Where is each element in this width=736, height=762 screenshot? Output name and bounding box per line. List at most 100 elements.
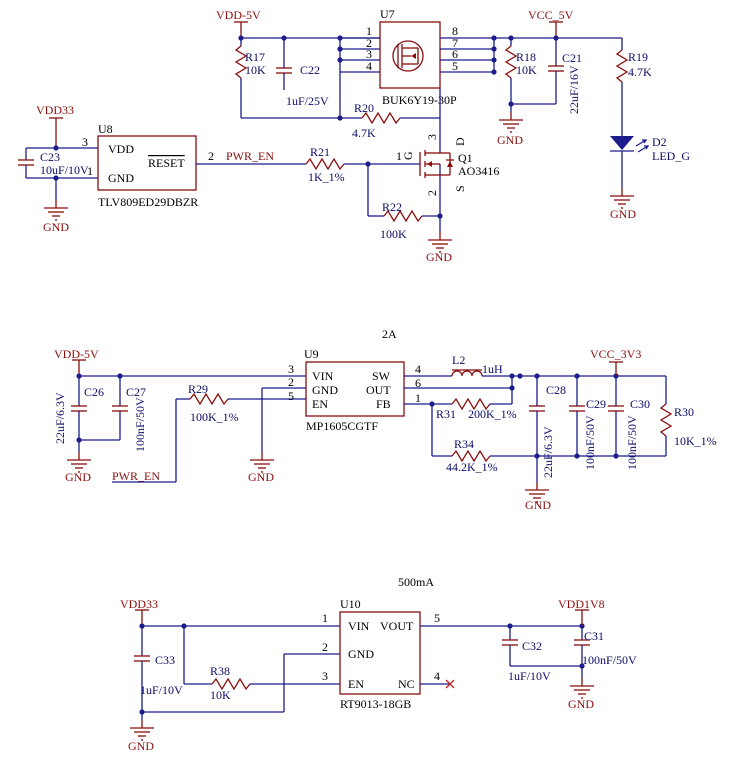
- u8-pinnum-2: 2: [208, 149, 214, 163]
- u9-pinnum-4: 4: [415, 362, 421, 376]
- q1-pin-s-num: 2: [425, 190, 439, 196]
- net-label-vdd33-bot: VDD33: [120, 597, 158, 611]
- gnd-symbol-buck-out: GND: [524, 456, 551, 512]
- d2-value: LED_G: [652, 149, 690, 163]
- annotation-2a: 2A: [382, 327, 397, 341]
- r38-ref: R38: [210, 664, 230, 678]
- r20-ref: R20: [354, 101, 374, 115]
- r30-value: 10K_1%: [674, 434, 717, 448]
- u8-pinnum-1: 1: [87, 164, 93, 178]
- c32-ref: C32: [522, 639, 542, 653]
- r17-ref: R17: [245, 50, 265, 64]
- r38-value: 10K: [210, 688, 231, 702]
- l2-ref: L2: [452, 353, 465, 367]
- q1-part: AO3416: [458, 164, 499, 178]
- power-port-vdd5v-top: VDD-5V: [216, 8, 261, 38]
- c26-ref: C26: [84, 385, 104, 399]
- capacitor-c32: C32 1uF/10V: [502, 626, 551, 683]
- r18-ref: R18: [516, 50, 536, 64]
- capacitor-c28: C28 22uF/6.3V: [529, 376, 566, 478]
- u9-pin-out: OUT: [366, 383, 391, 397]
- c21-ref: C21: [562, 51, 582, 65]
- u10-pin-vin: VIN: [348, 619, 370, 633]
- section-load-switch: VDD-5V R17 10K C22 1uF/25V: [18, 7, 690, 264]
- gnd-symbol-u9: GND: [248, 451, 275, 484]
- u10-pinnum-3: 3: [322, 669, 328, 683]
- gnd-label-3: GND: [43, 220, 69, 234]
- r19-ref: R19: [628, 50, 648, 64]
- u8-part: TLV809ED29DBZR: [98, 195, 198, 209]
- power-port-vdd33-bot: VDD33: [120, 597, 158, 626]
- u10-pin-nc: NC: [398, 677, 415, 691]
- c30-value: 100nF/50V: [625, 415, 639, 470]
- gnd-label-6: GND: [248, 470, 274, 484]
- u8-pinnum-3: 3: [82, 135, 88, 149]
- gnd-label-2: GND: [610, 207, 636, 221]
- ic-u7: U7 BUK6Y19-30P 1 2 3 4 5 6 7 8: [366, 7, 494, 118]
- no-connect-icon: [445, 679, 455, 689]
- u9-pinnum-6: 6: [415, 376, 421, 390]
- r20-value: 4.7K: [352, 126, 376, 140]
- c29-ref: C29: [586, 397, 606, 411]
- u10-pinnum-4: 4: [434, 669, 440, 683]
- net-label-vdd33: VDD33: [36, 103, 74, 117]
- u9-pinnum-1: 1: [415, 391, 421, 405]
- net-label-pwr-en-top: PWR_EN: [226, 149, 274, 163]
- q1-pin-d: D: [453, 137, 467, 146]
- r17-value: 10K: [245, 63, 266, 77]
- u10-pinnum-1: 1: [322, 611, 328, 625]
- u7-pin8: 8: [452, 24, 458, 38]
- u9-pin-sw: SW: [372, 369, 391, 383]
- u10-ref: U10: [340, 597, 361, 611]
- light-rays-icon: [635, 139, 650, 153]
- capacitor-c33: C33 1uF/10V: [134, 626, 183, 712]
- gnd-symbol-led: GND: [609, 187, 636, 221]
- u9-pin-gnd: GND: [312, 383, 338, 397]
- resistor-r17: R17 10K: [234, 38, 266, 118]
- c27-ref: C27: [126, 385, 146, 399]
- c28-ref: C28: [546, 383, 566, 397]
- inductor-l2: L2 1uH: [451, 353, 512, 377]
- u7-part: BUK6Y19-30P: [382, 93, 457, 107]
- r22-ref: R22: [382, 200, 402, 214]
- resistor-r20: R20 4.7K: [340, 101, 440, 140]
- led-d2: D2 LED_G: [610, 135, 690, 188]
- u8-ref: U8: [98, 122, 113, 136]
- power-port-vdd33-top: VDD33: [36, 103, 74, 148]
- capacitor-c26: C26 22uF/6.3V: [53, 376, 104, 444]
- gnd-symbol-ldo-out: GND: [568, 666, 595, 711]
- u7-pin6: 6: [452, 47, 458, 61]
- q1-pin-g: G: [401, 151, 415, 160]
- c28-value: 22uF/6.3V: [541, 426, 555, 478]
- section-ldo: 500mA VDD33 C33 1uF/10V R38 10K: [120, 575, 637, 753]
- l2-value: 1uH: [482, 362, 503, 376]
- c33-ref: C33: [155, 653, 175, 667]
- r34-value: 44.2K_1%: [446, 460, 498, 474]
- u7-pin7: 7: [452, 36, 458, 50]
- net-label-pwr-en-mid: PWR_EN: [112, 469, 160, 483]
- gnd-symbol-ldo: GND: [128, 712, 155, 753]
- u9-pinnum-2: 2: [288, 375, 294, 389]
- u10-pin-en: EN: [348, 677, 364, 691]
- gnd-label-7: GND: [525, 498, 551, 512]
- resistor-r21: R21 1K_1%: [305, 145, 420, 184]
- c27-value: 100nF/50V: [133, 397, 147, 452]
- resistor-r22: R22 100K: [368, 200, 440, 241]
- u9-pin-fb: FB: [376, 397, 391, 411]
- u7-pin5: 5: [452, 59, 458, 73]
- r29-value: 100K_1%: [190, 410, 239, 424]
- u10-pinnum-2: 2: [322, 640, 328, 654]
- u10-pinnum-5: 5: [434, 611, 440, 625]
- u9-pinnum-3: 3: [288, 362, 294, 376]
- capacitor-c30: C30 100nF/50V: [608, 376, 650, 470]
- gnd-symbol-top-right: GND: [497, 104, 524, 147]
- q1-pin-d-num: 3: [425, 134, 439, 140]
- u7-pin2: 2: [366, 36, 372, 50]
- u10-part: RT9013-18GB: [340, 697, 411, 711]
- net-label-vcc3v3: VCC_3V3: [590, 347, 641, 361]
- gnd-symbol-c26: GND: [65, 440, 92, 484]
- q1-pin-g-num: 1: [396, 149, 402, 163]
- c22-ref: C22: [300, 63, 320, 77]
- capacitor-c23: C23 10uF/10V: [18, 148, 89, 178]
